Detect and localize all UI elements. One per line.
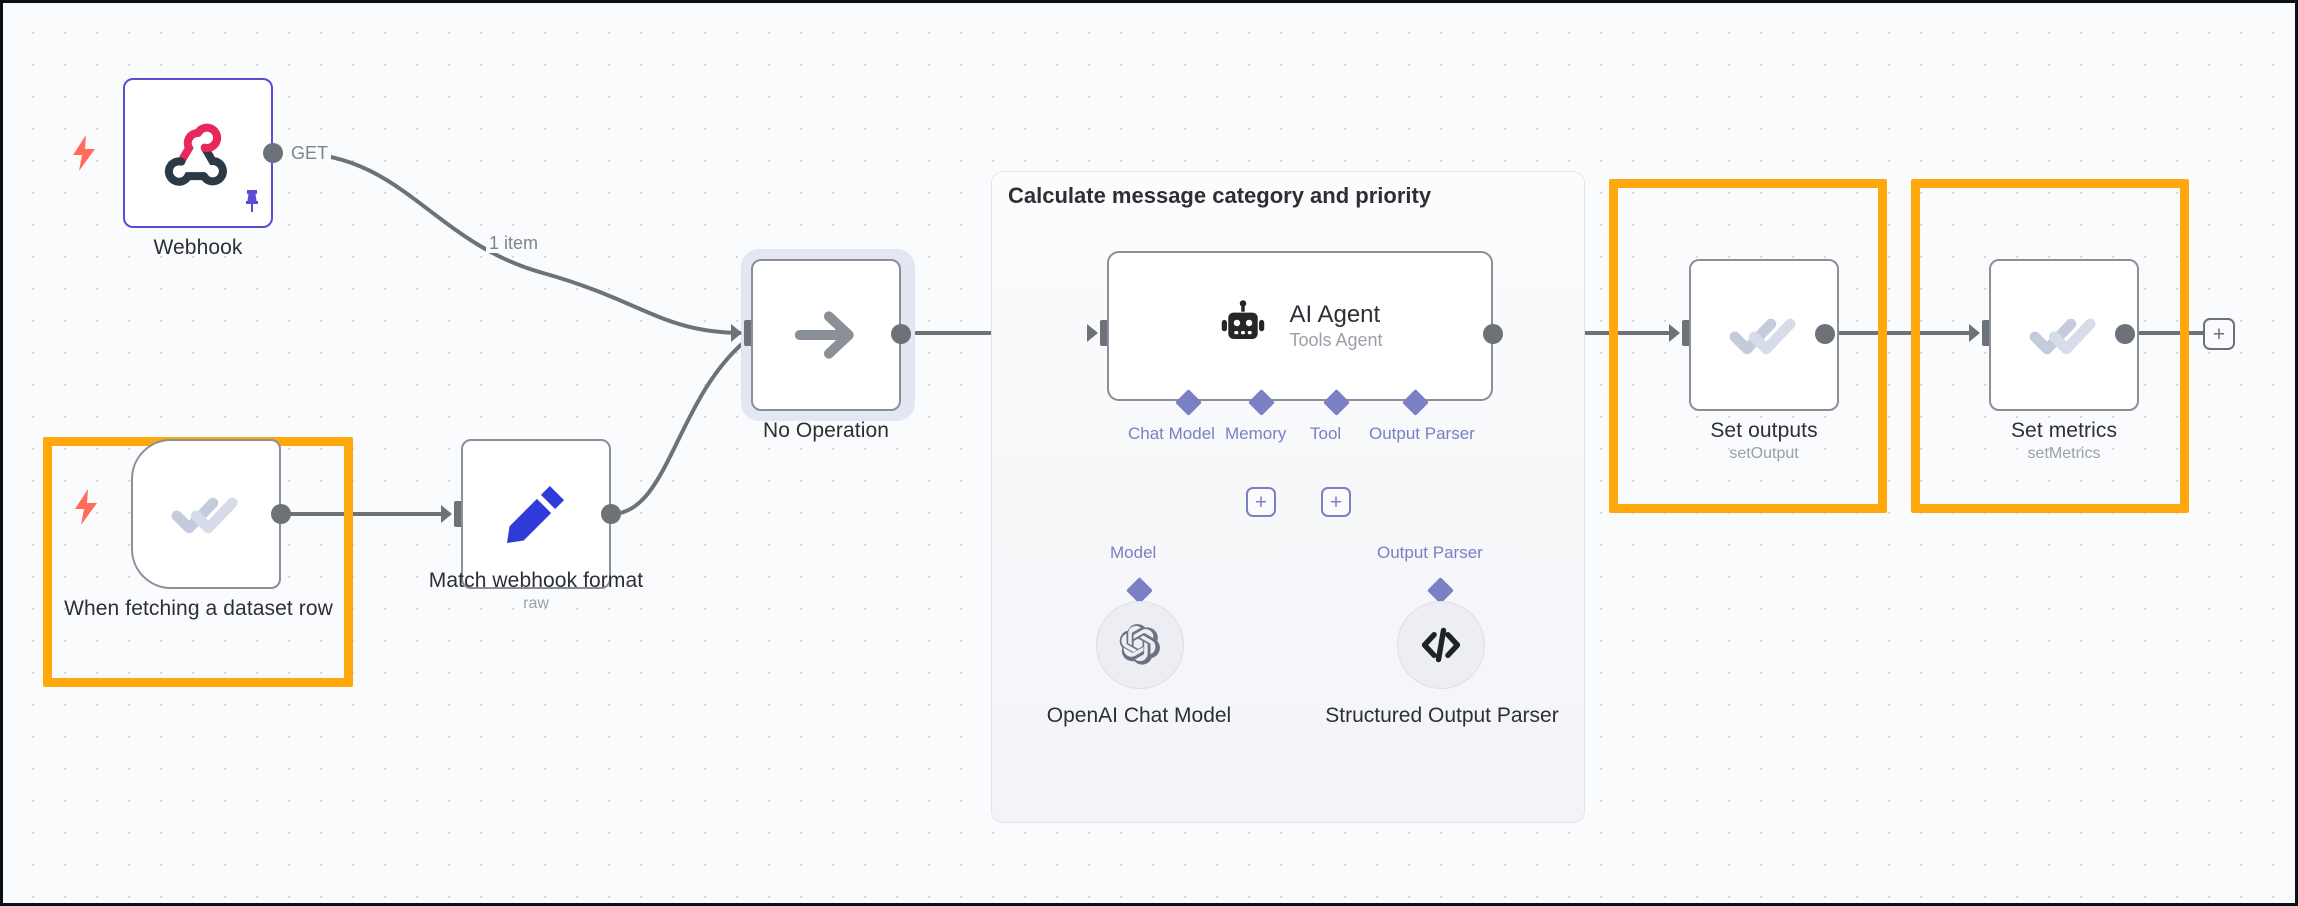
agent-group-title: Calculate message category and priority xyxy=(1008,183,1432,208)
ai-agent-title: AI Agent xyxy=(1289,301,1381,328)
lightning-bolt-icon xyxy=(73,489,99,525)
openai-icon xyxy=(1119,624,1160,665)
no-operation-output-dot[interactable] xyxy=(891,324,911,344)
dataset-trigger-node-box[interactable] xyxy=(131,439,281,589)
no-operation-input-port[interactable] xyxy=(744,320,753,346)
webhook-icon xyxy=(164,123,227,186)
set-outputs-node-box[interactable] xyxy=(1689,259,1839,411)
set-outputs-input-arrow xyxy=(1669,324,1680,342)
no-operation-input-arrow xyxy=(731,324,742,342)
code-brackets-icon xyxy=(1421,627,1461,663)
subnode-connector-label-model: Model xyxy=(1110,543,1157,562)
node-openai-chat-model[interactable] xyxy=(1096,601,1184,689)
ai-agent-input-arrow xyxy=(1087,324,1098,342)
node-label-openai-chat-model: OpenAI Chat Model xyxy=(1046,704,1232,727)
add-node-plus-button[interactable]: + xyxy=(2203,318,2235,350)
set-outputs-output-dot[interactable] xyxy=(1815,324,1835,344)
set-metrics-input-arrow xyxy=(1969,324,1980,342)
add-tool-plus-button[interactable]: + xyxy=(1321,487,1351,517)
pin-icon xyxy=(241,188,263,212)
node-subtitle-set-outputs: setOutput xyxy=(1729,445,1799,462)
node-label-set-outputs: Set outputs xyxy=(1710,419,1818,442)
double-check-icon xyxy=(171,497,238,534)
node-label-dataset-trigger: When fetching a dataset row xyxy=(64,597,333,620)
match-webhook-output-dot[interactable] xyxy=(601,504,621,524)
set-metrics-node-box[interactable] xyxy=(1989,259,2139,411)
robot-icon xyxy=(1222,300,1265,339)
node-label-no-operation: No Operation xyxy=(762,419,890,442)
match-webhook-input-port[interactable] xyxy=(454,501,463,527)
agent-port-label-memory: Memory xyxy=(1225,424,1287,443)
node-label-structured-output-parser: Structured Output Parser xyxy=(1325,704,1559,727)
node-label-match-webhook-format: Match webhook format xyxy=(428,569,644,592)
arrow-right-icon xyxy=(794,311,854,359)
dataset-trigger-output-dot[interactable] xyxy=(271,504,291,524)
pencil-icon xyxy=(507,485,565,543)
lightning-bolt-icon xyxy=(71,135,97,171)
ai-agent-subtitle: Tools Agent xyxy=(1289,330,1383,350)
add-memory-plus-button[interactable]: + xyxy=(1246,487,1276,517)
edge-label-1-item: 1 item xyxy=(486,233,542,253)
node-subtitle-match-webhook-format: raw xyxy=(523,595,549,612)
subnode-connector-label-output-parser: Output Parser xyxy=(1377,543,1483,562)
agent-port-label-chat-model: Chat Model xyxy=(1128,424,1215,443)
no-operation-node-box[interactable] xyxy=(751,259,901,411)
webhook-output-dot[interactable] xyxy=(263,143,283,163)
ai-agent-output-dot[interactable] xyxy=(1483,324,1503,344)
node-subtitle-set-metrics: setMetrics xyxy=(2027,445,2101,462)
node-label-set-metrics: Set metrics xyxy=(2010,419,2118,442)
double-check-icon xyxy=(1729,318,1796,355)
agent-port-label-output-parser: Output Parser xyxy=(1369,424,1475,443)
node-label-webhook: Webhook xyxy=(153,236,243,259)
double-check-icon xyxy=(2029,318,2096,355)
node-structured-output-parser[interactable] xyxy=(1397,601,1485,689)
set-metrics-output-dot[interactable] xyxy=(2115,324,2135,344)
match-webhook-node-box[interactable] xyxy=(461,439,611,589)
agent-port-label-tool: Tool xyxy=(1310,424,1342,443)
match-webhook-input-arrow xyxy=(441,505,452,523)
set-outputs-input-port[interactable] xyxy=(1682,320,1691,346)
set-metrics-input-port[interactable] xyxy=(1982,320,1991,346)
ai-agent-node-box[interactable]: AI Agent Tools Agent xyxy=(1107,251,1493,401)
ai-agent-input-port[interactable] xyxy=(1100,320,1109,346)
webhook-output-label: GET xyxy=(288,143,332,163)
